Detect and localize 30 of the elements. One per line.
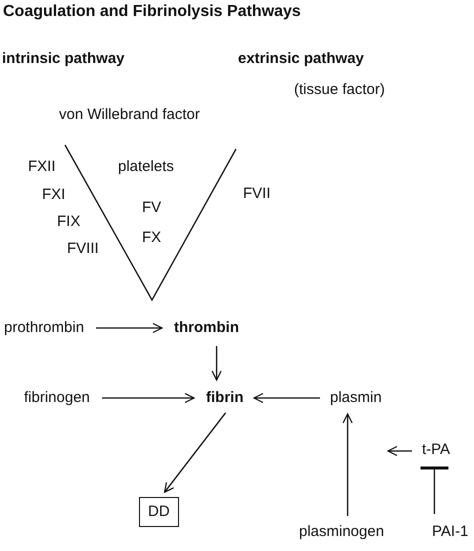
node-label: fibrinogen xyxy=(22,388,92,408)
factor-label: FV xyxy=(142,199,162,217)
factor-label: FXII xyxy=(28,158,56,176)
factor-label: FX xyxy=(142,229,162,247)
factor-label: FIX xyxy=(57,213,80,231)
node-label: PAI-1 xyxy=(430,522,470,542)
arrow xyxy=(96,322,163,334)
arrow xyxy=(164,412,226,493)
arrow xyxy=(102,392,195,404)
node-label: thrombin xyxy=(172,318,241,338)
node-label: prothrombin xyxy=(2,318,86,338)
arrow xyxy=(342,413,353,516)
node-label: t-PA xyxy=(420,440,452,460)
pathway-heading: intrinsic pathway xyxy=(2,50,125,68)
pathway-heading: extrinsic pathway xyxy=(238,50,364,68)
arrow xyxy=(253,392,320,404)
boxed-label: DD xyxy=(139,497,179,527)
factor-label: platelets xyxy=(118,158,174,176)
node-label: plasmin xyxy=(328,388,384,408)
factor-label: FVII xyxy=(243,185,271,203)
arrow xyxy=(212,346,222,381)
factor-label: von Willebrand factor xyxy=(59,106,200,124)
inhibition-line xyxy=(418,466,450,514)
factor-label: FVIII xyxy=(67,240,99,258)
diagram-title: Coagulation and Fibrinolysis Pathways xyxy=(3,3,301,21)
node-label: plasminogen xyxy=(297,522,386,542)
factor-label: (tissue factor) xyxy=(294,81,385,99)
node-label: fibrin xyxy=(204,388,246,408)
arrow xyxy=(387,446,412,456)
factor-label: FXI xyxy=(42,186,66,204)
